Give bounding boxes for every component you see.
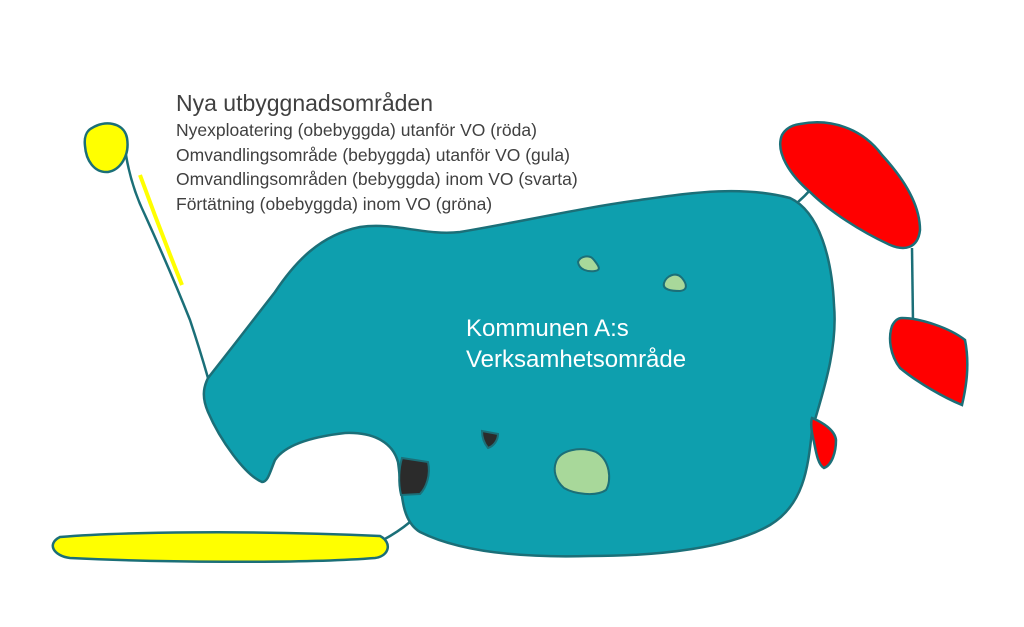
red-area-small <box>809 416 838 470</box>
legend-title: Nya utbyggnadsområden <box>176 90 433 116</box>
yellow-bottom-connector <box>382 521 411 542</box>
yellow-area-top-left <box>83 122 129 174</box>
green-area-large <box>553 448 611 496</box>
red-middle-connector <box>910 247 915 323</box>
green-area-small-1 <box>576 255 600 273</box>
legend-item-red: Nyexploatering (obebyggda) utanför VO (r… <box>176 120 537 140</box>
yellow-connector-line <box>122 139 210 379</box>
legend-item-green: Förtätning (obebyggda) inom VO (gröna) <box>176 193 493 214</box>
red-area-right <box>888 316 969 407</box>
yellow-connector-highlight <box>138 174 184 286</box>
legend-item-black: Omvandlingsområden (bebyggda) inom VO (s… <box>176 169 578 189</box>
main-area-label: Kommunen A:s Verksamhetsområde <box>466 313 686 375</box>
black-area-small <box>480 429 500 450</box>
yellow-area-bottom <box>51 531 389 564</box>
green-area-small-2 <box>662 273 687 293</box>
legend: Nya utbyggnadsområden Nyexploatering (ob… <box>176 88 578 216</box>
main-area-label-line1: Kommunen A:s <box>466 315 629 342</box>
red-area-top-right <box>779 121 922 250</box>
main-area-label-line2: Verksamhetsområde <box>466 346 687 373</box>
black-area-large <box>398 456 430 497</box>
legend-item-yellow: Omvandlingsområde (bebyggda) utanför VO … <box>176 144 570 165</box>
